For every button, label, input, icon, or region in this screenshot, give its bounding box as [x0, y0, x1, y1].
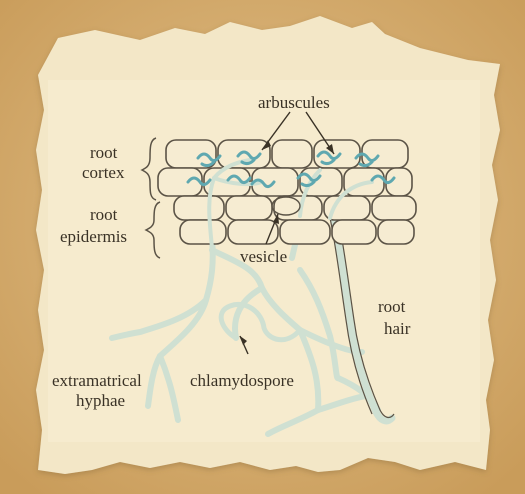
label-vesicle: vesicle [240, 247, 287, 266]
label-arbuscules: arbuscules [258, 93, 330, 112]
label-root-cortex-1: root [90, 143, 118, 162]
label-root-cortex-2: cortex [82, 163, 125, 182]
label-chlamydospore: chlamydospore [190, 371, 294, 390]
label-extramatrical-2: hyphae [76, 391, 125, 410]
label-root-hair-2: hair [384, 319, 411, 338]
cortex-cells [158, 140, 412, 196]
label-extramatrical-1: extramatrical [52, 371, 142, 390]
label-root-epidermis-1: root [90, 205, 118, 224]
label-root-hair-1: root [378, 297, 406, 316]
label-root-epidermis-2: epidermis [60, 227, 127, 246]
